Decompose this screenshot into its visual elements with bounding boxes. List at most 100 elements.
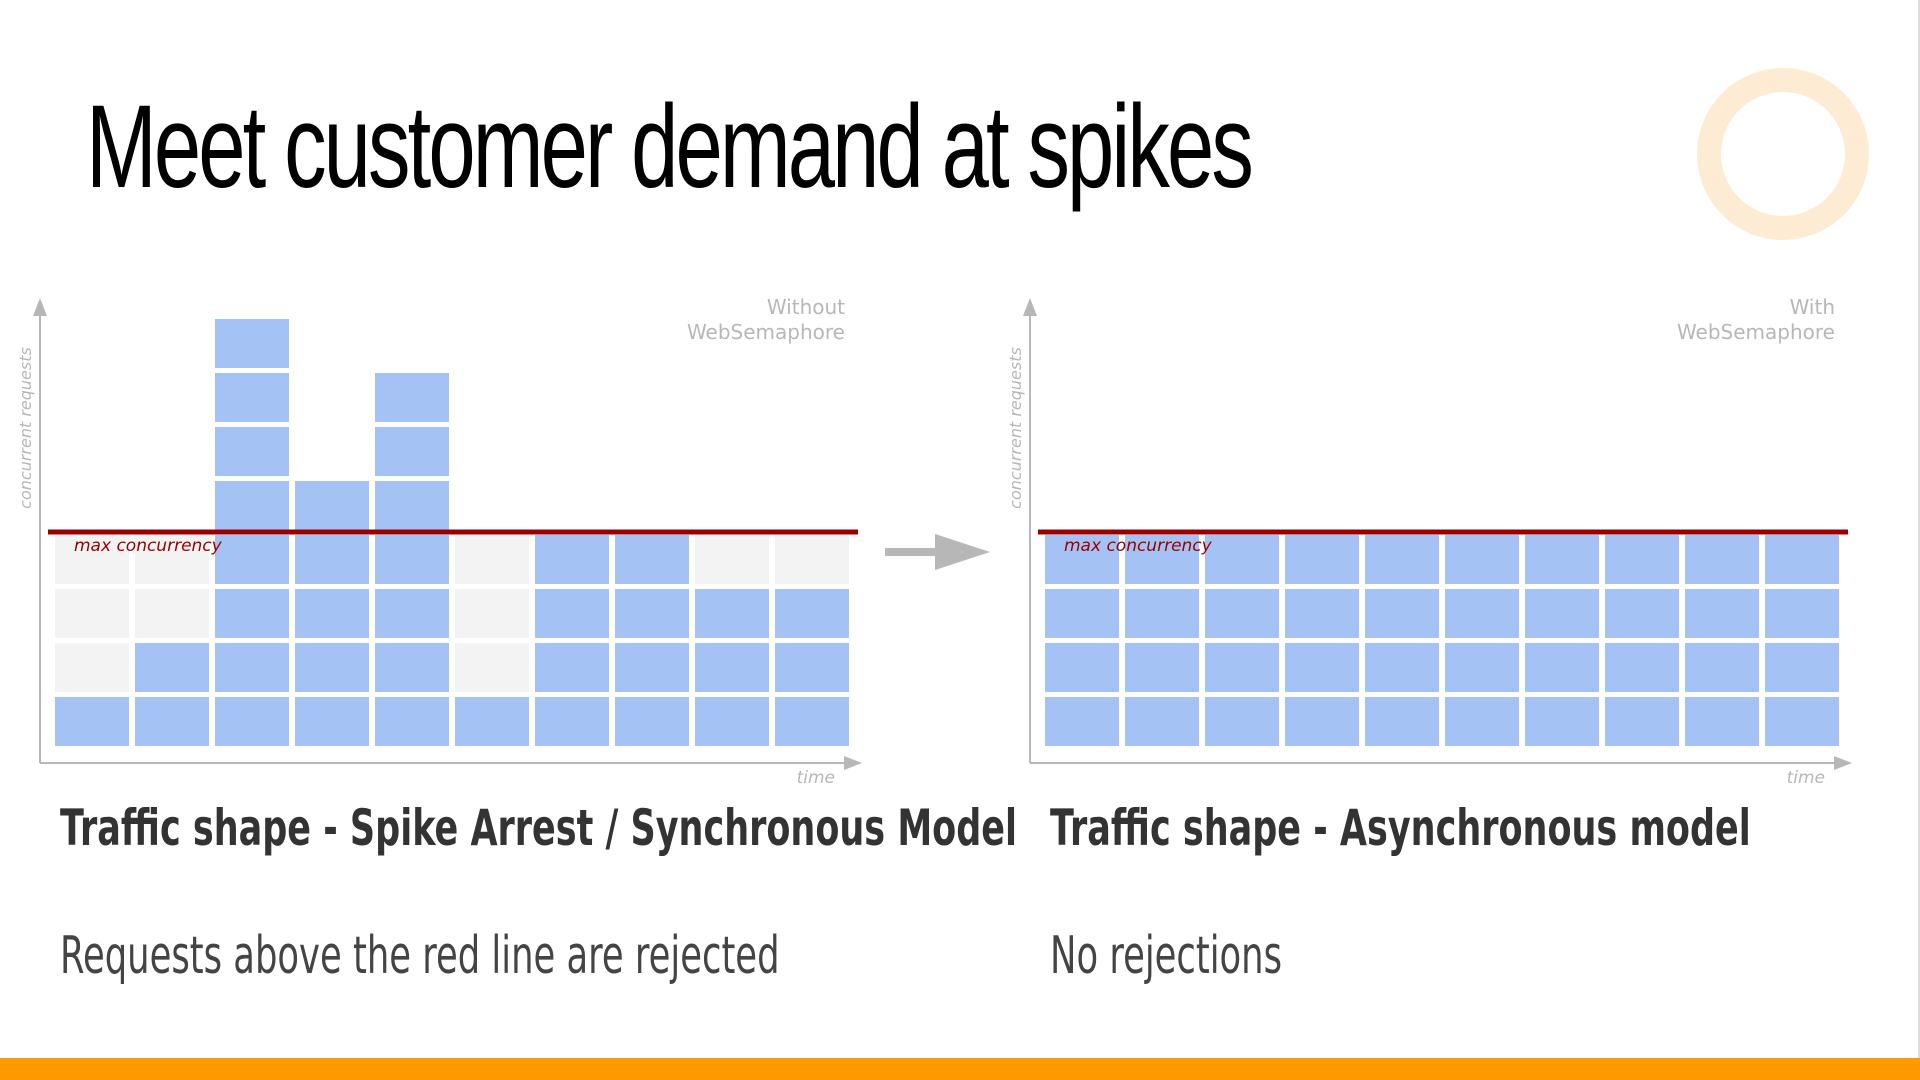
accent-bottom-bar (0, 1058, 1920, 1080)
diagram-without-websemaphore: concurrent requests time WithoutWebSemapho… (16, 295, 862, 788)
x-axis-label: time (1787, 768, 1825, 788)
right-subtext: No rejections (1050, 926, 1283, 986)
request-block (215, 589, 289, 638)
request-block (615, 589, 689, 638)
empty-slot (775, 535, 849, 584)
request-block (295, 481, 369, 530)
corner-label-line: WebSemaphore (1677, 320, 1835, 344)
request-block (1285, 697, 1359, 746)
request-block (535, 589, 609, 638)
empty-slot (695, 535, 769, 584)
request-block (1125, 643, 1199, 692)
request-block (1285, 535, 1359, 584)
y-axis-label: concurrent requests (16, 347, 35, 509)
request-block (1525, 643, 1599, 692)
request-block (1125, 697, 1199, 746)
request-block (375, 481, 449, 530)
empty-slot (55, 535, 129, 584)
y-axis-label: concurrent requests (1006, 347, 1025, 509)
request-block (1365, 589, 1439, 638)
request-block (1685, 697, 1759, 746)
request-block (1205, 535, 1279, 584)
request-block (695, 589, 769, 638)
request-block (1765, 697, 1839, 746)
slide-title: Meet customer demand at spikes (86, 81, 1254, 213)
request-block (1365, 697, 1439, 746)
request-block (1205, 643, 1279, 692)
request-block (1685, 535, 1759, 584)
request-block (615, 697, 689, 746)
request-block (1045, 697, 1119, 746)
empty-slot (455, 643, 529, 692)
request-block (1605, 643, 1679, 692)
request-block (1685, 643, 1759, 692)
request-block (1765, 535, 1839, 584)
request-block (55, 697, 129, 746)
request-block (1045, 535, 1119, 584)
empty-slot (455, 535, 529, 584)
request-block (535, 535, 609, 584)
request-block (695, 697, 769, 746)
request-block (1445, 589, 1519, 638)
left-subtext: Requests above the red line are rejected (60, 926, 780, 986)
request-block (1765, 643, 1839, 692)
request-block (1045, 643, 1119, 692)
request-block (1045, 589, 1119, 638)
transition-arrow-icon (885, 534, 990, 570)
y-axis-arrow-icon (33, 298, 47, 316)
corner-label-line: WebSemaphore (687, 320, 845, 344)
empty-slot (455, 589, 529, 638)
request-block (135, 697, 209, 746)
request-block (615, 535, 689, 584)
request-block (535, 697, 609, 746)
empty-slot (135, 535, 209, 584)
request-block (375, 427, 449, 476)
request-block (1525, 589, 1599, 638)
request-block (1605, 535, 1679, 584)
request-block (1285, 589, 1359, 638)
request-block (775, 697, 849, 746)
request-block (455, 697, 529, 746)
x-axis-arrow-icon (1834, 756, 1852, 770)
empty-slot (55, 589, 129, 638)
request-block (1365, 535, 1439, 584)
request-block (1445, 697, 1519, 746)
request-block (295, 697, 369, 746)
request-block (1605, 589, 1679, 638)
request-block (215, 427, 289, 476)
right-heading: Traffic shape - Asynchronous model (1050, 799, 1751, 857)
request-block (1285, 643, 1359, 692)
request-block (375, 589, 449, 638)
request-block (215, 319, 289, 368)
request-block (1125, 535, 1199, 584)
empty-slot (55, 643, 129, 692)
request-block (1525, 697, 1599, 746)
corner-label-line: With (1790, 295, 1835, 319)
request-block (1445, 535, 1519, 584)
request-block (1205, 697, 1279, 746)
request-block (1605, 697, 1679, 746)
request-block (215, 697, 289, 746)
request-block (295, 535, 369, 584)
request-block (1525, 535, 1599, 584)
x-axis-label: time (797, 768, 835, 788)
request-block (375, 373, 449, 422)
request-block (1125, 589, 1199, 638)
corner-label-line: Without (767, 295, 845, 319)
request-block (695, 643, 769, 692)
arrow-shaft (885, 548, 939, 556)
max-concurrency-label: max concurrency (74, 536, 223, 556)
request-block (1365, 643, 1439, 692)
max-concurrency-label: max concurrency (1064, 536, 1213, 556)
request-block (375, 643, 449, 692)
x-axis-arrow-icon (844, 756, 862, 770)
request-block (295, 589, 369, 638)
request-block (295, 643, 369, 692)
left-heading: Traffic shape - Spike Arrest / Synchrono… (60, 799, 1017, 857)
request-block (1685, 589, 1759, 638)
request-block (135, 643, 209, 692)
request-block (615, 643, 689, 692)
request-block (1445, 643, 1519, 692)
